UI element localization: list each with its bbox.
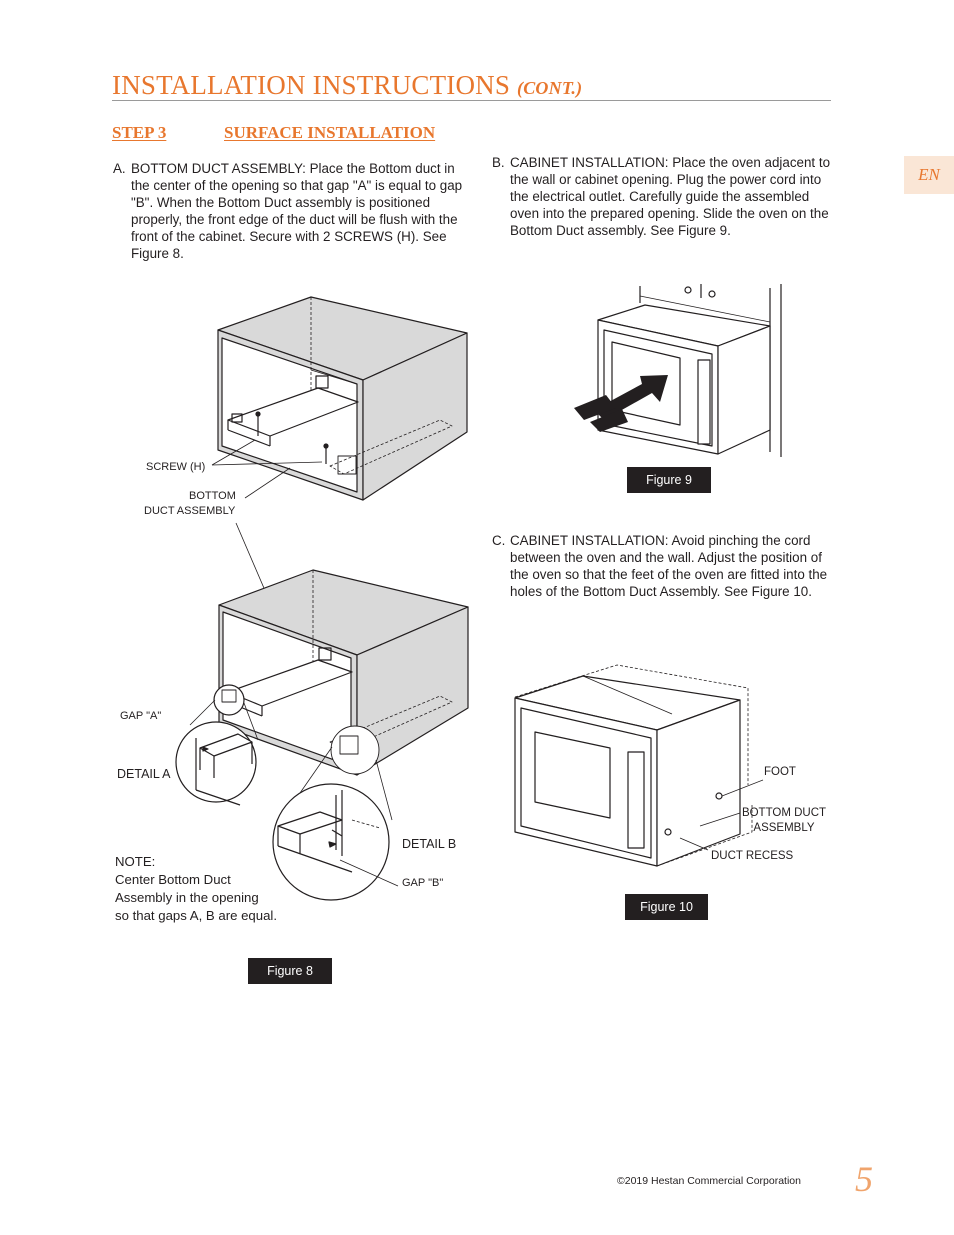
title-rule: [112, 100, 831, 101]
bottom-duct-assembly-line2: ASSEMBLY: [753, 822, 815, 834]
detail-b-callout: DETAIL B: [402, 837, 457, 851]
copyright: ©2019 Hestan Commercial Corporation: [617, 1175, 801, 1187]
gap-b-callout: GAP "B": [402, 877, 444, 889]
language-tab[interactable]: EN: [904, 156, 954, 194]
step-heading: SURFACE INSTALLATION: [224, 123, 436, 142]
figure10-label: Figure 10: [625, 894, 708, 920]
figure8-bottom-cabinet: [213, 569, 469, 776]
bottom-duct-assembly-line1: BOTTOM DUCT: [741, 807, 827, 819]
section-b-text: CABINET INSTALLATION: Place the oven adj…: [510, 155, 831, 238]
figure8-label: Figure 8: [248, 958, 332, 984]
bottom-duct-assembly-callout: BOTTOM DUCT ASSEMBLY: [736, 806, 832, 836]
note-heading: NOTE:: [115, 854, 156, 869]
section-a: A. BOTTOM DUCT ASSEMBLY: Place the Botto…: [113, 160, 463, 262]
bottom-duct-callout-line1: BOTTOM: [189, 490, 236, 502]
bottom-duct-callout-line2: DUCT ASSEMBLY: [144, 505, 236, 517]
section-c-text: CABINET INSTALLATION: Avoid pinching the…: [510, 533, 828, 599]
title-text: INSTALLATION INSTRUCTIONS: [112, 70, 511, 100]
section-b-letter: B.: [492, 155, 505, 170]
bottom-duct-callout: BOTTOM DUCT ASSEMBLY: [144, 490, 240, 517]
step-number: STEP 3: [112, 123, 167, 142]
section-a-text: BOTTOM DUCT ASSEMBLY: Place the Bottom d…: [131, 161, 463, 261]
page-number: 5: [855, 1159, 873, 1199]
section-a-letter: A.: [113, 161, 126, 176]
duct-recess-callout: DUCT RECESS: [711, 850, 794, 862]
section-b: B. CABINET INSTALLATION: Place the oven …: [492, 154, 836, 239]
figure8-top-cabinet: [217, 296, 468, 501]
detail-a-magnifier: [175, 699, 259, 806]
detail-a-callout: DETAIL A: [117, 767, 171, 781]
screw-callout: SCREW (H): [146, 461, 206, 473]
title-suffix: (CONT.): [517, 78, 583, 98]
gap-a-callout: GAP "A": [120, 710, 162, 722]
figure9-oven-drawing: [574, 284, 782, 457]
section-c: C. CABINET INSTALLATION: Avoid pinching …: [492, 532, 832, 600]
note-line-2: Assembly in the opening: [115, 890, 259, 905]
foot-callout: FOOT: [764, 766, 796, 778]
figure10-oven-drawing: [514, 664, 764, 867]
detail-b-magnifier: [272, 746, 399, 901]
note-line-1: Center Bottom Duct: [115, 872, 231, 887]
figure8-note: NOTE: Center Bottom Duct Assembly in the…: [115, 853, 305, 925]
figure9-label: Figure 9: [627, 467, 711, 493]
note-line-3: so that gaps A, B are equal.: [115, 908, 278, 923]
section-c-letter: C.: [492, 533, 506, 548]
page-title: INSTALLATION INSTRUCTIONS (CONT.): [112, 70, 582, 101]
